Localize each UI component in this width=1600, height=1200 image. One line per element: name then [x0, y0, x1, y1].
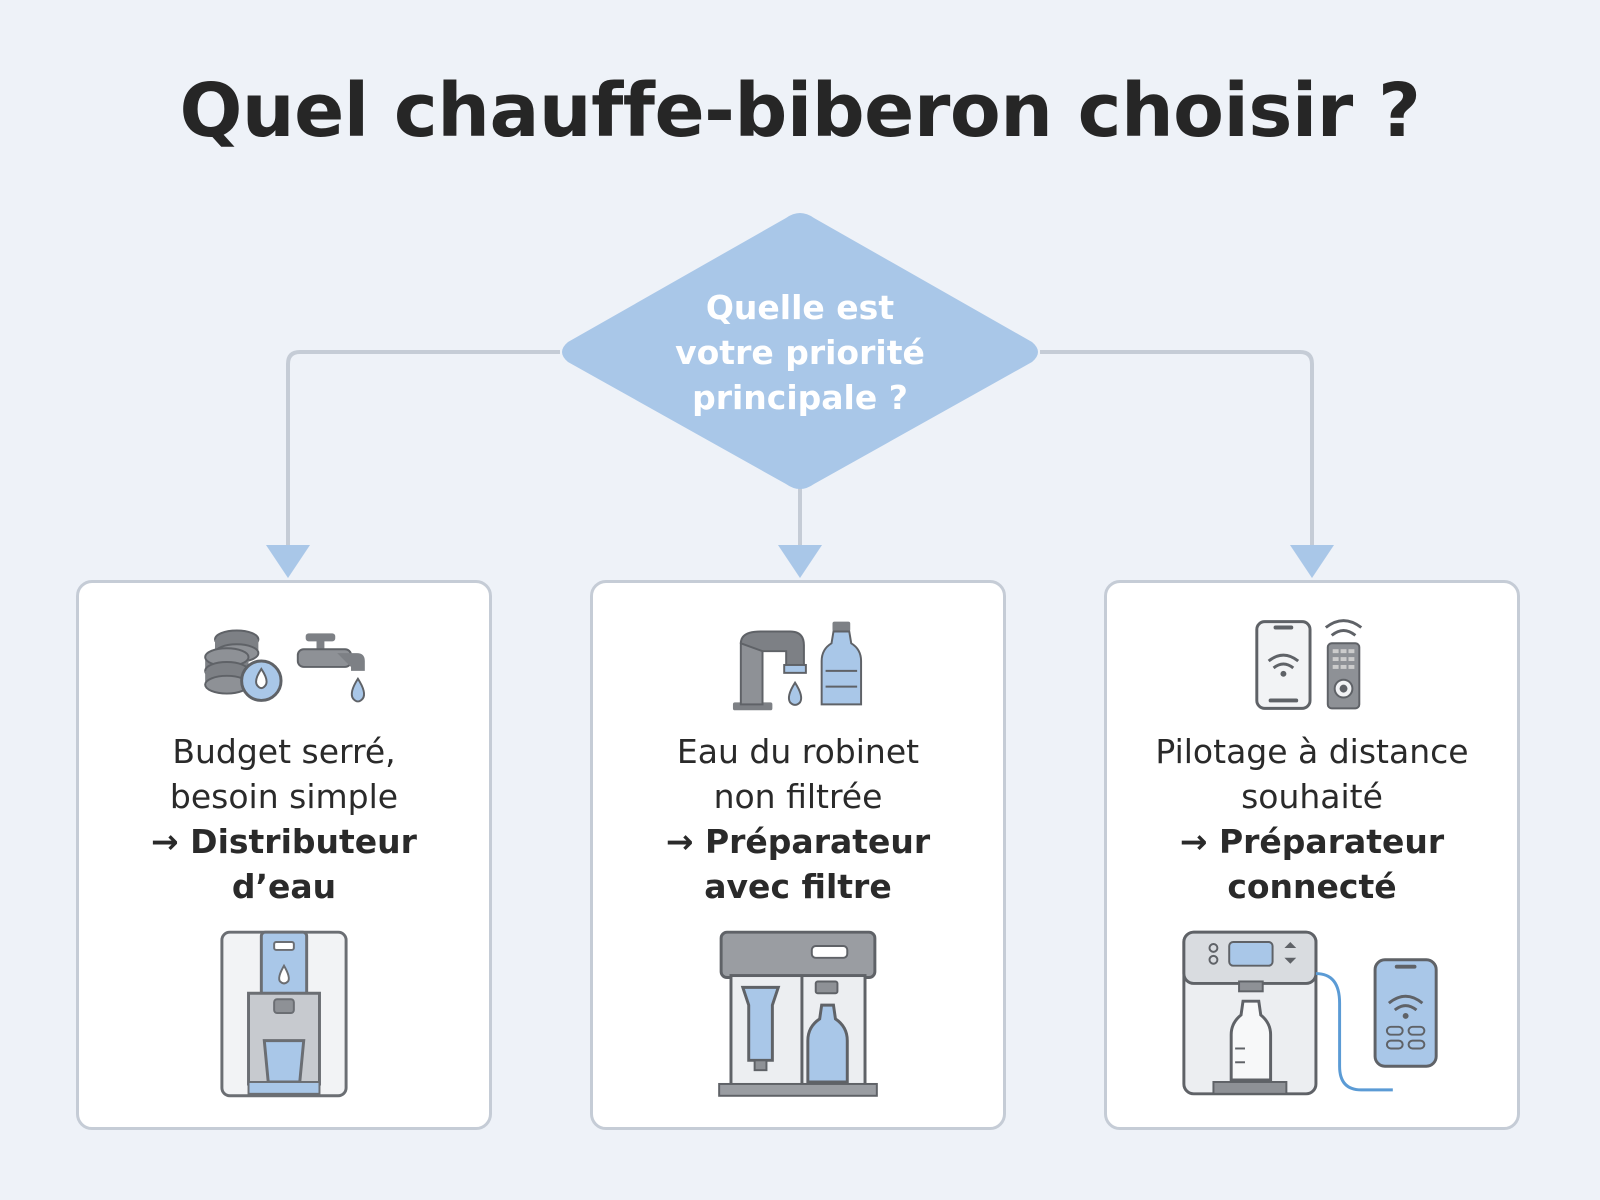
arrowhead-right — [1290, 545, 1334, 578]
result-line: → Préparateur — [665, 822, 931, 861]
tap-drip-icon — [296, 633, 366, 703]
option-text: Budget serré, besoin simple → Distribute… — [89, 729, 479, 909]
remote-control-icon — [1324, 619, 1363, 710]
faucet-icon — [732, 630, 807, 711]
filter-bottle-maker-icon — [718, 930, 878, 1097]
arrowhead-center — [778, 545, 822, 578]
criterion-line: besoin simple — [169, 777, 399, 816]
result-line: connecté — [1227, 867, 1397, 906]
option-card-connected: Pilotage à distance souhaité → Préparate… — [1104, 580, 1520, 1130]
water-bottle-icon — [820, 621, 863, 706]
decision-line: Quelle est — [705, 288, 895, 327]
criterion-line: Eau du robinet — [676, 732, 920, 771]
result-line: → Distributeur — [151, 822, 417, 861]
criterion-line: non filtrée — [713, 777, 883, 816]
tap-water-icons — [732, 621, 863, 711]
result-line: avec filtre — [704, 867, 892, 906]
budget-icons — [204, 629, 366, 703]
decision-question: Quelle est votre priorité principale ? — [620, 285, 980, 420]
criterion-line: souhaité — [1241, 777, 1383, 816]
criterion-line: Budget serré, — [172, 732, 396, 771]
decision-diamond — [562, 213, 1038, 489]
result-line: d’eau — [231, 867, 337, 906]
option-card-budget: Budget serré, besoin simple → Distribute… — [76, 580, 492, 1130]
coins-icon — [204, 629, 283, 702]
option-text: Eau du robinet non filtrée → Préparateur… — [603, 729, 993, 909]
page-title: Quel chauffe-biberon choisir ? — [179, 68, 1421, 154]
connected-icons — [1255, 619, 1363, 710]
result-line: → Préparateur — [1179, 822, 1445, 861]
connector-left — [286, 350, 560, 552]
criterion-line: Pilotage à distance — [1155, 732, 1469, 771]
option-text: Pilotage à distance souhaité → Préparate… — [1117, 729, 1507, 909]
arrowhead-left — [266, 545, 310, 578]
smartphone-wifi-icon — [1255, 620, 1312, 710]
option-card-filtered-water: Eau du robinet non filtrée → Préparateur… — [590, 580, 1006, 1130]
connected-bottle-maker-icon — [1182, 930, 1438, 1096]
decision-line: principale ? — [692, 378, 908, 417]
water-dispenser-icon — [220, 930, 348, 1098]
connector-right — [1040, 350, 1314, 552]
decision-line: votre priorité — [675, 333, 925, 372]
